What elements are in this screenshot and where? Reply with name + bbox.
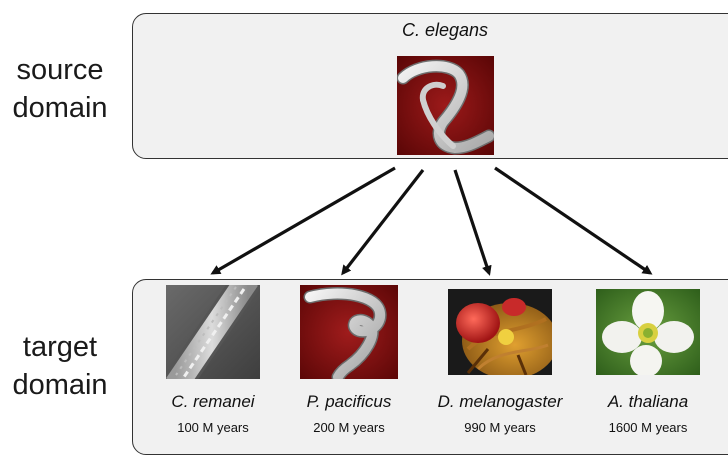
- d-melanogaster-image: [448, 289, 552, 375]
- species-name-d-melanogaster: D. melanogaster: [420, 392, 580, 412]
- years-c-remanei: 100 M years: [148, 420, 278, 435]
- species-name-a-thaliana: A. thaliana: [583, 392, 713, 412]
- arrow-to-p-pacificus: [343, 170, 423, 273]
- years-a-thaliana: 1600 M years: [583, 420, 713, 435]
- arrow-to-d-melanogaster: [455, 170, 489, 273]
- species-name-p-pacificus: P. pacificus: [284, 392, 414, 412]
- arrow-to-c-remanei: [213, 168, 395, 273]
- years-d-melanogaster: 990 M years: [435, 420, 565, 435]
- p-pacificus-image: [300, 285, 398, 379]
- c-remanei-image: [166, 285, 260, 379]
- a-thaliana-image: [596, 289, 700, 375]
- arrow-to-a-thaliana: [495, 168, 650, 273]
- species-name-c-remanei: C. remanei: [148, 392, 278, 412]
- years-p-pacificus: 200 M years: [284, 420, 414, 435]
